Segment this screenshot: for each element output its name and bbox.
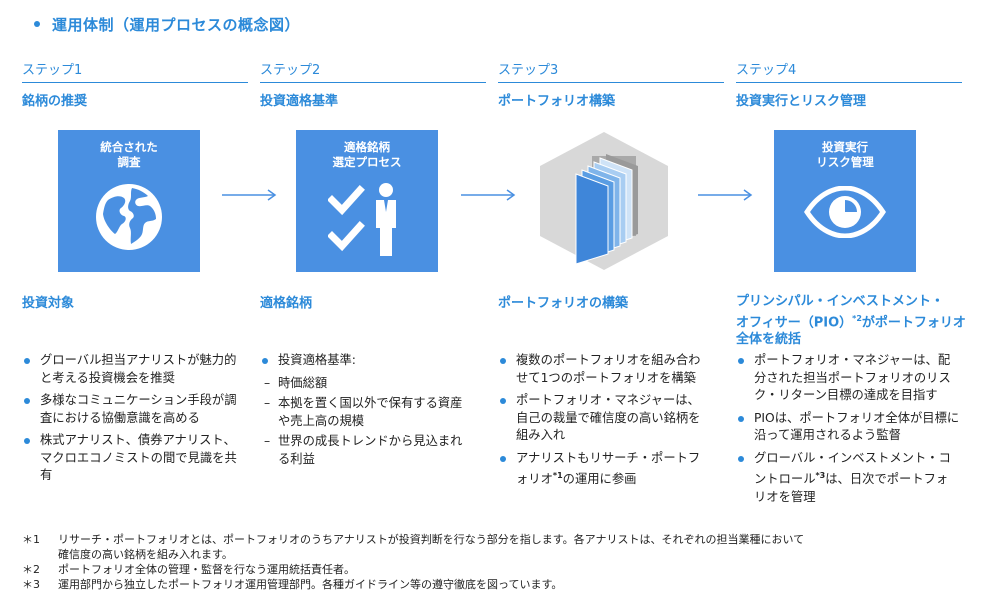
step-1-box: 統合された 調査	[58, 130, 200, 272]
stacked-layers-icon	[540, 132, 668, 270]
list-item-sub: –世界の成長トレンドから見込まれる利益	[262, 433, 474, 468]
box-caption-line: 調査	[117, 155, 141, 169]
step-subtitle: 投資実行とリスク管理	[736, 94, 867, 109]
page-title-text: 運用体制（運用プロセスの概念図）	[52, 16, 301, 34]
list-item: ポートフォリオ・マネジャーは、配分された担当ポートフォリオのリスク・リターン目標…	[738, 352, 960, 405]
checklist-person-icon	[328, 183, 396, 256]
page-title: 運用体制（運用プロセスの概念図）	[34, 14, 300, 35]
step-2-heading: 適格銘柄	[260, 296, 313, 311]
arrow-right-icon	[461, 189, 516, 201]
arrow-right-icon	[222, 189, 277, 201]
list-item: 株式アナリスト、債券アナリスト、マクロエコノミストの間で見識を共有	[24, 432, 238, 485]
footnote-text: ポートフォリオ全体の管理・監督を行なう運用統括責任者。	[58, 563, 355, 576]
footnote-ref: *1	[552, 471, 563, 480]
step-4-list: ポートフォリオ・マネジャーは、配分された担当ポートフォリオのリスク・リターン目標…	[738, 352, 960, 511]
eye-icon	[804, 186, 886, 238]
box-caption-line: 統合された	[100, 140, 158, 154]
box-caption-line: 投資実行	[822, 140, 868, 154]
dash-mark: –	[264, 375, 271, 390]
list-item: 複数のポートフォリオを組み合わせて1つのポートフォリオを構築	[500, 352, 706, 387]
step-4-heading: プリンシパル・インベストメント・ オフィサー（PIO）*2がポートフォリオ 全体…	[736, 293, 976, 348]
step-1-heading: 投資対象	[22, 296, 75, 311]
heading-text: がポートフォリオ	[861, 315, 966, 331]
step-4-header: ステップ4 投資実行とリスク管理	[736, 60, 962, 109]
arrow-right-icon	[698, 189, 753, 201]
list-item-text: は、日次でポートフォリオを管理	[754, 472, 949, 504]
list-item-sub: –本拠を置く国以外で保有する資産や売上高の規模	[262, 395, 474, 430]
heading-line: オフィサー（PIO）*2がポートフォリオ	[736, 310, 976, 331]
list-item: 投資適格基準:	[262, 352, 474, 370]
list-item-text: 時価総額	[278, 375, 328, 390]
heading-line: プリンシパル・インベストメント・	[736, 294, 944, 309]
step-1-list: グローバル担当アナリストが魅力的と考える投資機会を推奨 多様なコミュニケーション…	[24, 352, 238, 490]
heading-line: 全体を統括	[736, 332, 802, 348]
list-item: ポートフォリオ・マネジャーは、自己の裁量で確信度の高い銘柄を組み入れ	[500, 392, 706, 445]
box-caption-line: リスク管理	[816, 155, 874, 169]
title-bullet	[34, 20, 40, 27]
footnote: ＊1 リサーチ・ポートフォリオとは、ポートフォリオのうちアナリストが投資判断を行…	[22, 532, 804, 562]
step-3-header: ステップ3 ポートフォリオ構築	[498, 60, 724, 109]
footnote-mark: ＊2	[22, 563, 40, 576]
step-subtitle: ポートフォリオ構築	[498, 94, 616, 109]
footnote-text: 運用部門から独立したポートフォリオ運用管理部門。各種ガイドライン等の遵守徹底を図…	[58, 578, 563, 591]
list-item-text: グローバル・インベストメント・コントロール	[754, 450, 951, 487]
list-item-sub: –時価総額	[262, 375, 474, 393]
list-item: グローバル・インベストメント・コントロール*3は、日次でポートフォリオを管理	[738, 450, 960, 507]
step-subtitle: 投資適格基準	[260, 94, 339, 109]
step-label: ステップ4	[736, 63, 797, 78]
step-3-heading: ポートフォリオの構築	[498, 296, 629, 311]
step-2-list: 投資適格基準: –時価総額 –本拠を置く国以外で保有する資産や売上高の規模 –世…	[262, 352, 474, 471]
box-caption: 適格銘柄 選定プロセス	[296, 140, 438, 170]
step-rule	[736, 82, 962, 83]
list-item: グローバル担当アナリストが魅力的と考える投資機会を推奨	[24, 352, 238, 387]
list-item: アナリストもリサーチ・ポートフォリオ*1の運用に参画	[500, 450, 706, 489]
list-item: PIOは、ポートフォリオ全体が目標に沿って運用されるよう監督	[738, 410, 960, 445]
list-item-text: 本拠を置く国以外で保有する資産や売上高の規模	[278, 396, 463, 428]
footnote-mark: ＊1	[22, 533, 40, 546]
footnote-mark: ＊3	[22, 578, 40, 591]
box-caption: 統合された 調査	[58, 140, 200, 170]
heading-text: オフィサー（PIO）	[736, 315, 853, 331]
dash-mark: –	[264, 434, 271, 448]
step-3-list: 複数のポートフォリオを組み合わせて1つのポートフォリオを構築 ポートフォリオ・マ…	[500, 352, 706, 494]
list-item-text: アナリストもリサーチ・ポートフォリオ	[516, 450, 701, 487]
box-caption: 投資実行 リスク管理	[774, 140, 916, 170]
footnote-text: 確信度の高い銘柄を組み入れます。	[58, 548, 233, 561]
list-item-text: の運用に参画	[562, 472, 637, 487]
step-label: ステップ2	[260, 63, 321, 78]
step-label: ステップ1	[22, 63, 83, 78]
footnote-ref: *3	[815, 471, 826, 480]
list-item-text: 世界の成長トレンドから見込まれる利益	[278, 434, 463, 466]
footnote-ref: *2	[852, 314, 862, 323]
globe-icon	[96, 184, 162, 250]
step-rule	[22, 82, 248, 83]
step-1-header: ステップ1 銘柄の推奨	[22, 60, 248, 109]
footnote: ＊2 ポートフォリオ全体の管理・監督を行なう運用統括責任者。	[22, 562, 804, 577]
step-2-box: 適格銘柄 選定プロセス	[296, 130, 438, 272]
box-caption-line: 選定プロセス	[332, 155, 402, 169]
footnotes: ＊1 リサーチ・ポートフォリオとは、ポートフォリオのうちアナリストが投資判断を行…	[22, 532, 804, 592]
dash-mark: –	[264, 396, 271, 410]
step-label: ステップ3	[498, 63, 559, 78]
box-caption-line: 適格銘柄	[344, 140, 390, 154]
step-subtitle: 銘柄の推奨	[22, 94, 88, 109]
footnote-text: リサーチ・ポートフォリオとは、ポートフォリオのうちアナリストが投資判断を行なう部…	[58, 533, 805, 546]
step-4-box: 投資実行 リスク管理	[774, 130, 916, 272]
footnote: ＊3 運用部門から独立したポートフォリオ運用管理部門。各種ガイドライン等の遵守徹…	[22, 577, 804, 592]
step-2-header: ステップ2 投資適格基準	[260, 60, 486, 109]
step-rule	[498, 82, 724, 83]
list-item: 多様なコミュニケーション手段が調査における協働意識を高める	[24, 392, 238, 427]
step-rule	[260, 82, 486, 83]
